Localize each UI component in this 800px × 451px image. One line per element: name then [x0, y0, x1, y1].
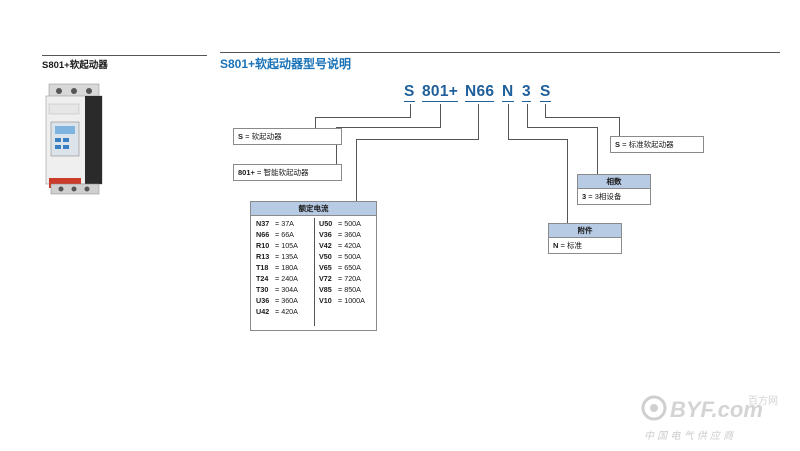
- code-phase: 3: [522, 83, 531, 102]
- code-s: S: [404, 83, 415, 102]
- connector-line: [545, 104, 546, 118]
- current-value: = 720A: [336, 274, 361, 283]
- connector-line: [508, 104, 509, 140]
- current-code: T30: [256, 285, 269, 294]
- connector-line: [567, 139, 568, 223]
- current-code: V36: [319, 230, 332, 239]
- right-divider: [220, 52, 780, 53]
- connector-line: [356, 139, 479, 140]
- current-code: T18: [256, 263, 269, 272]
- rated-current-row: V42 = 420A: [319, 240, 365, 251]
- left-divider: [42, 55, 207, 56]
- connector-line: [315, 117, 411, 118]
- product-title: S801+软起动器: [42, 60, 108, 71]
- current-value: = 240A: [273, 274, 298, 283]
- current-code: T24: [256, 274, 269, 283]
- byf-watermark-logo: BYF.com 百方网 中 国 电 气 供 应 商: [641, 394, 778, 442]
- connector-line: [410, 104, 411, 118]
- current-value: = 105A: [273, 241, 298, 250]
- current-code: U50: [319, 219, 333, 228]
- rated-current-row: R10 = 105A: [256, 240, 298, 251]
- connector-line: [315, 117, 316, 128]
- legend-suffix: S = 标准软起动器: [610, 136, 704, 153]
- connector-line: [527, 104, 528, 128]
- rated-current-row: U50 = 500A: [319, 218, 365, 229]
- current-value: = 650A: [336, 263, 361, 272]
- connector-line: [336, 127, 337, 164]
- soft-starter-image: [45, 83, 103, 195]
- connector-line: [440, 104, 441, 128]
- current-value: = 360A: [336, 230, 361, 239]
- connector-line: [508, 139, 568, 140]
- current-code: N37: [256, 219, 270, 228]
- legend-series: 801+ = 智能软起动器: [233, 164, 342, 181]
- current-code: R10: [256, 241, 270, 250]
- svg-text:BYF.com: BYF.com: [670, 397, 763, 422]
- current-value: = 420A: [336, 241, 361, 250]
- code-current: N66: [465, 83, 495, 102]
- connector-line: [619, 117, 620, 136]
- rated-current-row: T30 = 304A: [256, 284, 298, 295]
- current-code: U36: [256, 296, 270, 305]
- rated-current-row: V50 = 500A: [319, 251, 365, 262]
- connector-line: [356, 139, 357, 201]
- current-code: V10: [319, 296, 332, 305]
- rated-current-row: V65 = 650A: [319, 262, 365, 273]
- rated-current-row: N37 = 37A: [256, 218, 298, 229]
- current-code: V65: [319, 263, 332, 272]
- current-code: V42: [319, 241, 332, 250]
- current-value: = 850A: [336, 285, 361, 294]
- rated-current-row: U36 = 360A: [256, 295, 298, 306]
- rated-current-row: U42 = 420A: [256, 306, 298, 317]
- current-value: = 37A: [273, 219, 294, 228]
- connector-line: [597, 127, 598, 174]
- rated-current-row: T18 = 180A: [256, 262, 298, 273]
- current-value: = 500A: [336, 219, 361, 228]
- svg-text:中 国 电 气 供 应 商: 中 国 电 气 供 应 商: [644, 430, 735, 442]
- code-series: 801+: [422, 83, 459, 102]
- rated-current-header: 额定电流: [250, 201, 377, 216]
- svg-text:百方网: 百方网: [748, 394, 778, 407]
- current-value: = 66A: [273, 230, 294, 239]
- connector-line: [545, 117, 620, 118]
- code-suffix: S: [540, 83, 551, 102]
- current-value: = 420A: [273, 307, 298, 316]
- section-title: S801+软起动器型号说明: [220, 57, 352, 71]
- legend-phase: 相数 3 = 3相设备: [577, 174, 651, 205]
- phase-header: 相数: [577, 174, 651, 189]
- connector-line: [527, 127, 598, 128]
- current-value: = 135A: [273, 252, 298, 261]
- current-code: V72: [319, 274, 332, 283]
- current-code: N66: [256, 230, 270, 239]
- rated-current-row: R13 = 135A: [256, 251, 298, 262]
- rated-current-row: N66 = 66A: [256, 229, 298, 240]
- current-code: R13: [256, 252, 270, 261]
- column-divider: [314, 218, 315, 326]
- rated-current-row: V36 = 360A: [319, 229, 365, 240]
- current-value: = 1000A: [336, 296, 365, 305]
- legend-s: S = 软起动器: [233, 128, 342, 145]
- current-value: = 500A: [336, 252, 361, 261]
- connector-line: [478, 104, 479, 140]
- current-value: = 360A: [273, 296, 298, 305]
- legend-variant: 附件 N = 标准: [548, 223, 622, 254]
- current-code: V50: [319, 252, 332, 261]
- rated-current-row: V10 = 1000A: [319, 295, 365, 306]
- code-variant: N: [502, 83, 514, 102]
- connector-line: [336, 127, 441, 128]
- rated-current-row: V85 = 850A: [319, 284, 365, 295]
- current-code: U42: [256, 307, 270, 316]
- rated-current-row: T24 = 240A: [256, 273, 298, 284]
- current-value: = 180A: [273, 263, 298, 272]
- current-code: V85: [319, 285, 332, 294]
- rated-current-row: V72 = 720A: [319, 273, 365, 284]
- variant-header: 附件: [548, 223, 622, 238]
- current-value: = 304A: [273, 285, 298, 294]
